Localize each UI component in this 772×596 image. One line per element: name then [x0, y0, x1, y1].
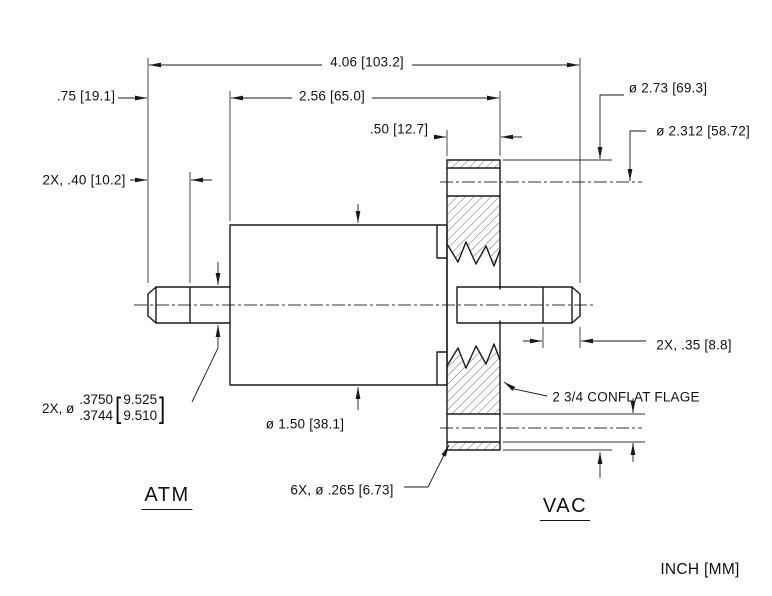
- dim-left-step: 2X, .40 [10.2]: [42, 172, 126, 188]
- dim-bolt-circle: ø 2.312 [58.72]: [656, 123, 750, 139]
- part-outline: [147, 159, 581, 451]
- dim-bolt-holes: 6X, ø .265 [6.73]: [290, 482, 394, 498]
- left-shaft-outline: [147, 286, 231, 324]
- dim-left-shaft-length: .75 [19.1]: [56, 88, 116, 104]
- dim-overall-length: 4.06 [103.2]: [330, 54, 404, 70]
- shaft-dia-mm-stack: 9.525 9.510: [123, 392, 157, 424]
- right-shaft-outline: [456, 286, 581, 324]
- shaft-dia-prefix: 2X, ø: [42, 400, 75, 416]
- flange-note: 2 3/4 CONFLAT FLAGE: [552, 389, 700, 405]
- dim-right-step: 2X, .35 [8.8]: [656, 337, 732, 353]
- extension-lines: [147, 58, 645, 451]
- weld-notches: [436, 224, 448, 386]
- flange-break-line-upper: [446, 241, 501, 267]
- bracket-open: [: [115, 391, 122, 425]
- dim-flange-od: ø 2.73 [69.3]: [628, 80, 708, 96]
- shaft-dia-inch-stack: .3750 .3744: [79, 392, 113, 424]
- dim-flange-thickness: .50 [12.7]: [369, 121, 429, 137]
- dim-body-diameter: ø 1.50 [38.1]: [265, 416, 345, 432]
- flange-break-line-lower: [446, 343, 501, 369]
- dim-body-flange-length: 2.56 [65.0]: [298, 88, 366, 104]
- section-hatching: [447, 160, 500, 450]
- dim-shaft-diameter-tolerance: 2X, ø .3750 .3744 [ 9.525 9.510 ]: [42, 392, 168, 424]
- shaft-dia-mm-upper: 9.525: [123, 392, 158, 407]
- flange-outline: [446, 159, 501, 451]
- label-vac: VAC: [539, 495, 591, 521]
- flange-bolt-hole-edges: [446, 167, 501, 443]
- shaft-dia-inch-lower: .3744: [79, 408, 114, 424]
- centerlines: [134, 181, 642, 429]
- units-note: INCH [MM]: [660, 561, 740, 578]
- dimension-lines: [118, 62, 646, 488]
- shaft-dia-inch-upper: .3750: [79, 392, 114, 407]
- label-atm: ATM: [141, 484, 193, 510]
- shaft-dia-mm-lower: 9.510: [123, 408, 158, 424]
- bracket-close: ]: [159, 391, 166, 425]
